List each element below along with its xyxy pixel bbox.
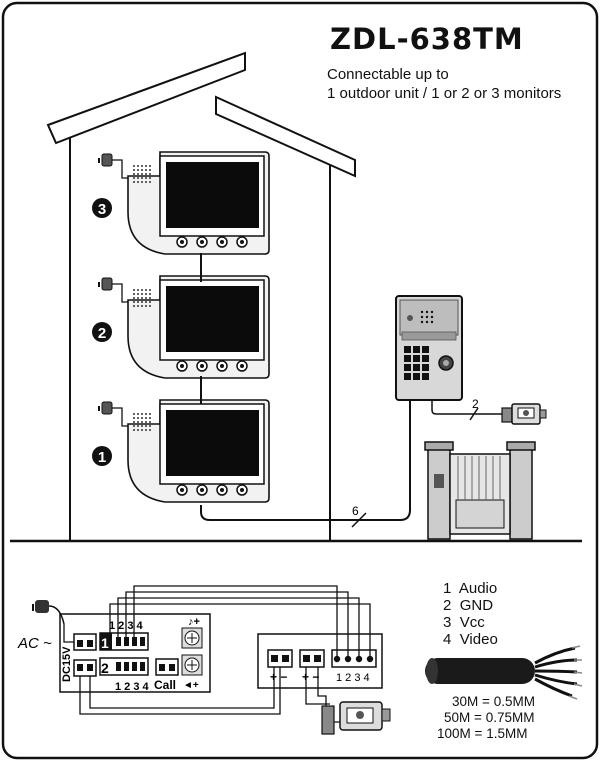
outdoor-panel <box>395 295 463 401</box>
wall-plug-icon <box>98 401 128 427</box>
monitor-number-badge: 2 <box>92 322 112 342</box>
spec-eq: = <box>474 710 482 725</box>
volume-knob-icon: ♪+ <box>181 616 203 649</box>
cable-spec-row: 50M = 0.75MM <box>444 710 534 725</box>
monitor-1: 1 <box>92 399 270 503</box>
signal-wires <box>109 585 371 656</box>
spec-eq: = <box>482 694 490 709</box>
top-terminal-numbers: 1 2 3 4 <box>109 620 144 632</box>
legend-num: 3 <box>443 614 452 631</box>
monitor-3: 3 <box>92 151 270 255</box>
legend-name: Vcc <box>459 614 485 631</box>
house <box>46 51 356 541</box>
spec-eq: = <box>474 726 483 741</box>
speaker-grille <box>133 289 151 307</box>
spec-length: 100M <box>437 726 471 741</box>
model-title: ZDL-638TM <box>330 22 524 56</box>
svg-text:2: 2 <box>98 325 106 342</box>
legend-num: 2 <box>443 597 452 614</box>
monitor-board <box>59 613 211 693</box>
gate-icon <box>424 441 536 540</box>
spec-size: 0.75MM <box>485 710 535 725</box>
legend-item: 4 Video <box>443 631 498 648</box>
monitor-2: 2 <box>92 275 270 379</box>
cable-spec-row: 100M = 1.5MM <box>437 726 527 741</box>
subtitle-line-1: Connectable up to <box>327 66 449 83</box>
svg-text:3: 3 <box>98 201 106 218</box>
lock-polarity-label: + − <box>302 670 319 684</box>
power-adapter-icon <box>32 600 65 625</box>
monitor-number-badge: 1 <box>92 446 112 466</box>
bottom-terminal-numbers: 1 2 3 4 <box>115 681 150 693</box>
ac-label: AC ~ <box>17 635 52 652</box>
spec-length: 30M <box>452 694 479 709</box>
svg-text:1: 1 <box>98 449 106 466</box>
legend-num: 4 <box>443 631 452 648</box>
spec-size: 0.5MM <box>493 694 535 709</box>
electric-lock-bottom-icon <box>321 701 391 735</box>
wall-plug-icon <box>98 277 128 303</box>
legend-name: GND <box>459 597 494 614</box>
main-line-count: 6 <box>352 504 359 518</box>
legend-name: Video <box>459 631 498 648</box>
block-2-label: 2 <box>101 660 109 676</box>
outdoor-signal-terminal <box>331 649 377 668</box>
wall-plug-icon <box>98 153 128 179</box>
dc15v-label: DC15V <box>61 646 73 682</box>
call-label: Call <box>154 678 176 692</box>
speaker-grille <box>133 165 151 183</box>
legend-name: Audio <box>458 580 498 597</box>
monitor-number-badge: 3 <box>92 198 112 218</box>
cable-illustration <box>425 645 583 700</box>
spec-length: 50M <box>444 710 471 725</box>
svg-text:♪+: ♪+ <box>188 616 200 628</box>
outdoor-terminal-numbers: 1 2 3 4 <box>336 672 370 684</box>
power-polarity-label: + − <box>270 670 287 684</box>
lock-line-count: 2 <box>472 397 479 411</box>
svg-text:◄+: ◄+ <box>183 680 199 691</box>
legend-item: 2 GND <box>443 597 493 614</box>
spec-size: 1.5MM <box>486 726 528 741</box>
legend-item: 1 Audio <box>443 580 497 597</box>
outdoor-board <box>257 633 383 689</box>
outdoor-lock-terminal <box>299 649 325 668</box>
legend-num: 1 <box>443 580 452 597</box>
subtitle-line-2: 1 outdoor unit / 1 or 2 or 3 monitors <box>327 85 562 102</box>
main-cable <box>200 400 411 521</box>
cable-spec-row: 30M = 0.5MM <box>452 694 535 709</box>
call-volume-knob-icon: ◄+ <box>181 654 203 691</box>
electric-lock-icon <box>501 403 547 425</box>
legend-item: 3 Vcc <box>443 614 485 631</box>
block-1-label: 1 <box>101 635 109 651</box>
speaker-grille <box>133 413 151 431</box>
